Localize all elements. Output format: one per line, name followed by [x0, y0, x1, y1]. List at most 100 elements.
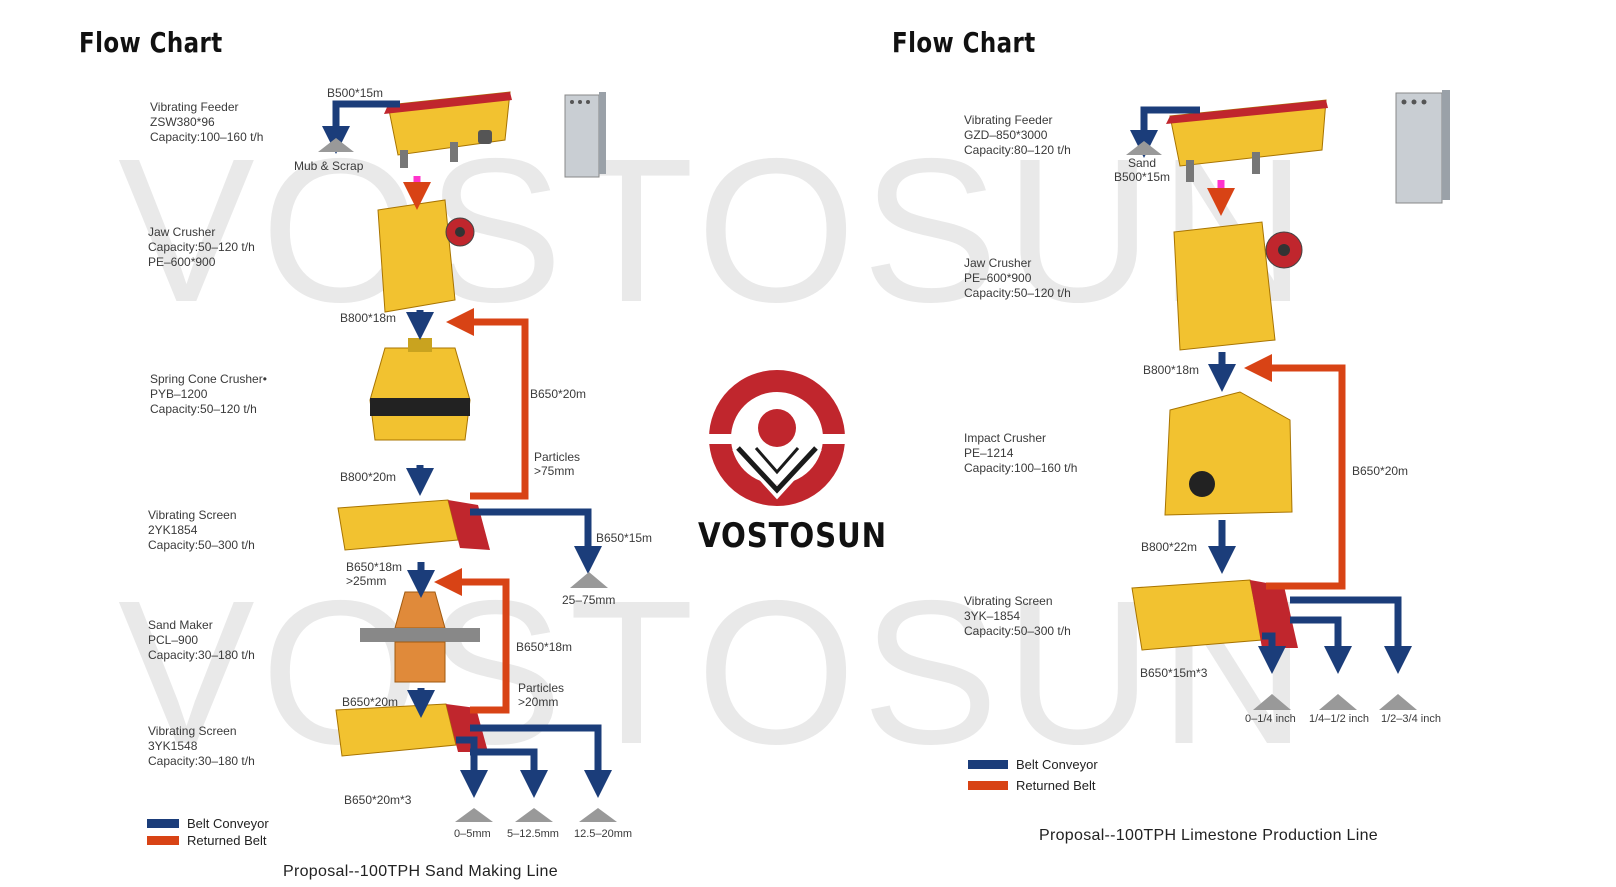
left-spec-cone-crusher: Spring Cone Crusher• PYB–1200 Capacity:5…	[150, 372, 267, 417]
returned-belt-swatch	[968, 781, 1008, 790]
left-vibrating-screen-1-icon	[337, 499, 490, 551]
left-sand-maker-icon	[360, 591, 480, 683]
left-belt-scrap	[322, 100, 400, 154]
spec-line: Capacity:30–180 t/h	[148, 648, 255, 662]
right-spec-jaw-crusher: Jaw Crusher PE–600*900 Capacity:50–120 t…	[964, 256, 1071, 301]
right-sand-pile-icon	[1126, 141, 1162, 155]
spec-line: Vibrating Screen	[148, 724, 237, 738]
left-belt-b650-15	[470, 508, 602, 574]
right-impact-crusher-icon	[1164, 391, 1293, 516]
spec-line: PYB–1200	[150, 387, 208, 401]
spec-line: Capacity:50–120 t/h	[964, 286, 1071, 300]
legend-label-returned: Returned Belt	[1016, 778, 1096, 793]
left-belt-label-b800-20: B800*20m	[340, 470, 397, 484]
legend-label-belt: Belt Conveyor	[1016, 757, 1098, 772]
spec-line: 2YK1854	[148, 523, 198, 537]
spec-line: Impact Crusher	[964, 431, 1047, 445]
right-caption: Proposal--100TPH Limestone Production Li…	[1039, 827, 1378, 844]
left-output-label-5-12: 5–12.5mm	[507, 828, 559, 840]
legend-label-belt: Belt Conveyor	[187, 816, 269, 831]
left-output-belt-3	[470, 724, 612, 798]
spec-line: PE–600*900	[148, 255, 216, 269]
label-line: >25mm	[346, 574, 387, 588]
right-output-pile-3	[1379, 694, 1417, 710]
right-jaw-crusher-icon	[1173, 221, 1303, 351]
spec-line: Vibrating Screen	[148, 508, 237, 522]
spec-line: Vibrating Feeder	[964, 113, 1053, 127]
right-returned-belt	[1244, 354, 1346, 590]
right-output-pile-1	[1253, 694, 1291, 710]
right-spec-impact-crusher: Impact Crusher PE–1214 Capacity:100–160 …	[964, 431, 1077, 476]
left-returned-belt-2	[434, 568, 510, 714]
left-control-cabinet-icon	[564, 92, 606, 178]
left-particles-label-1: Particles >75mm	[534, 450, 580, 478]
label-line: Particles	[534, 450, 581, 464]
left-spec-jaw-crusher: Jaw Crusher Capacity:50–120 t/h PE–600*9…	[148, 225, 255, 270]
right-spec-vibrating-screen: Vibrating Screen 3YK–1854 Capacity:50–30…	[964, 594, 1071, 639]
spec-line: Jaw Crusher	[148, 225, 216, 239]
left-returned-belt-1	[446, 308, 529, 500]
belt-conveyor-swatch	[968, 760, 1008, 769]
right-output-belt-3	[1290, 596, 1412, 674]
left-cone-crusher-icon	[369, 338, 471, 441]
left-vibrating-screen-2-icon	[335, 703, 488, 757]
left-belt-label-b650-20: B650*20m	[342, 695, 399, 709]
left-legend: Belt Conveyor Returned Belt	[147, 815, 269, 849]
spec-line: PCL–900	[148, 633, 199, 647]
label-line: >75mm	[534, 464, 575, 478]
left-belt-label-b800-18: B800*18m	[340, 311, 397, 325]
left-belt-label-b650-15: B650*15m	[596, 531, 653, 545]
spec-line: Capacity:80–120 t/h	[964, 143, 1071, 157]
right-legend: Belt Conveyor Returned Belt	[968, 754, 1098, 796]
left-flow-chart-title: Flow Chart	[79, 26, 223, 59]
spec-line: Vibrating Feeder	[150, 100, 239, 114]
spec-line: Vibrating Screen	[964, 594, 1053, 608]
spec-line: ZSW380*96	[150, 115, 215, 129]
right-belt-label-b800-22: B800*22m	[1141, 540, 1198, 554]
left-vibrating-feeder-icon	[384, 91, 512, 168]
left-spec-vibrating-screen-1: Vibrating Screen 2YK1854 Capacity:50–300…	[148, 508, 255, 553]
left-scrap-label: Mub & Scrap	[294, 159, 364, 173]
label-line: >20mm	[518, 695, 559, 709]
right-vibrating-feeder-icon	[1166, 99, 1328, 182]
left-belt-label-b650-18: B650*18m >25mm	[346, 560, 402, 588]
right-spec-vibrating-feeder: Vibrating Feeder GZD–850*3000 Capacity:8…	[964, 113, 1071, 158]
right-sand-label: Sand B500*15m	[1114, 156, 1170, 184]
spec-line: Sand Maker	[148, 618, 213, 632]
right-output-belt-2	[1290, 616, 1352, 674]
belt-conveyor-swatch	[147, 819, 179, 828]
spec-line: Spring Cone Crusher•	[150, 372, 267, 386]
left-spec-sand-maker: Sand Maker PCL–900 Capacity:30–180 t/h	[148, 618, 255, 663]
left-output-pile-3	[579, 808, 617, 822]
label-line: B650*18m	[346, 560, 403, 574]
left-jaw-crusher-icon	[377, 199, 475, 313]
watermark-top: VOSTOSUN	[118, 116, 1313, 345]
left-output-pile-25-75	[570, 572, 608, 588]
left-particles-label-2: Particles >20mm	[518, 681, 564, 709]
spec-line: Capacity:50–120 t/h	[150, 402, 257, 416]
left-output-label-0-5: 0–5mm	[454, 828, 491, 840]
left-caption: Proposal--100TPH Sand Making Line	[283, 863, 558, 880]
right-belt-label-b650-15x3: B650*15m*3	[1140, 666, 1208, 680]
spec-line: Capacity:30–180 t/h	[148, 754, 255, 768]
right-output-belt-1	[1258, 632, 1286, 674]
legend-label-returned: Returned Belt	[187, 833, 267, 848]
right-belt-sand	[1130, 106, 1200, 158]
left-output-pile-1	[455, 808, 493, 822]
spec-line: 3YK1548	[148, 739, 198, 753]
spec-line: Capacity:50–300 t/h	[964, 624, 1071, 638]
left-output-pile-2	[515, 808, 553, 822]
vostosun-logo-icon	[700, 370, 854, 506]
label-line: Sand	[1128, 156, 1157, 170]
right-output-pile-2	[1319, 694, 1357, 710]
right-output-label-3: 1/2–3/4 inch	[1381, 713, 1441, 725]
spec-line: Capacity:100–160 t/h	[150, 130, 264, 144]
spec-line: Jaw Crusher	[964, 256, 1032, 270]
label-line: Particles	[518, 681, 565, 695]
right-belt-label-b800-18: B800*18m	[1143, 363, 1200, 377]
brand-name: VOSTOSUN	[698, 516, 887, 556]
spec-line: Capacity:50–300 t/h	[148, 538, 255, 552]
right-vibrating-screen-icon	[1131, 579, 1298, 651]
spec-line: 3YK–1854	[964, 609, 1021, 623]
